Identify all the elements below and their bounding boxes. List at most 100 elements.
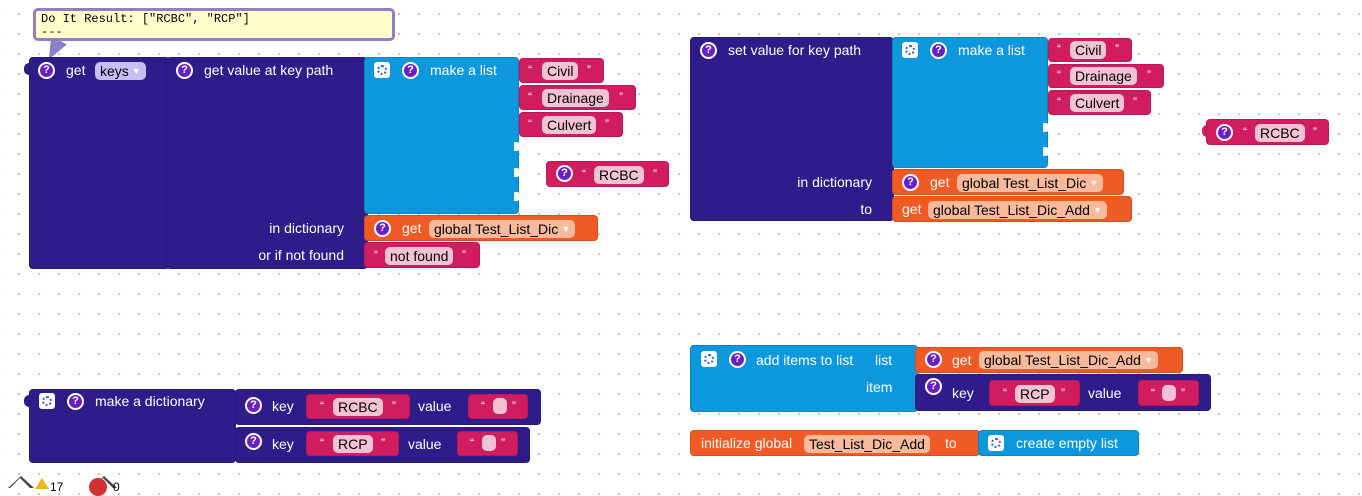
empty-socket[interactable] <box>514 168 521 177</box>
dropdown-arrow-icon: ▼ <box>561 224 571 234</box>
close-quote: ” <box>462 248 466 262</box>
make-a-list-label: make a list <box>958 42 1025 58</box>
get-label: get <box>930 174 950 190</box>
variable-dropdown[interactable]: global Test_List_Dic_Add▼ <box>979 351 1158 369</box>
make-a-list-block[interactable] <box>892 37 1048 168</box>
close-quote: ” <box>501 436 505 450</box>
text-value[interactable]: Culvert <box>542 116 597 134</box>
mutator-gear-icon[interactable] <box>39 393 55 409</box>
help-icon[interactable] <box>925 378 942 395</box>
mutator-gear-icon[interactable] <box>902 42 918 58</box>
help-icon[interactable] <box>245 433 262 450</box>
initialize-global-label: initialize global <box>701 435 793 451</box>
output-plug <box>24 63 30 75</box>
variable-dropdown[interactable]: global Test_List_Dic▼ <box>957 174 1104 192</box>
open-quote: “ <box>320 399 324 413</box>
help-icon[interactable] <box>402 62 419 79</box>
to-label: to <box>945 435 957 451</box>
help-icon[interactable] <box>925 351 942 368</box>
empty-socket[interactable] <box>1043 123 1050 132</box>
variable-name: global Test_List_Dic_Add <box>984 352 1141 368</box>
help-icon[interactable] <box>374 220 391 237</box>
in-dictionary-label: in dictionary <box>269 220 344 236</box>
get-label: get <box>402 220 422 236</box>
text-value[interactable]: Culvert <box>1070 94 1125 112</box>
get-keys-block[interactable] <box>29 57 170 269</box>
keys-dropdown-value: keys <box>100 63 129 79</box>
or-if-not-found-label: or if not found <box>258 247 344 263</box>
error-count: 0 <box>113 480 120 494</box>
close-quote: ” <box>605 117 609 131</box>
help-icon[interactable] <box>556 165 573 182</box>
text-value[interactable]: Drainage <box>1070 67 1137 85</box>
text-value[interactable]: Civil <box>542 62 579 80</box>
empty-socket[interactable] <box>1043 147 1050 156</box>
help-icon[interactable] <box>1216 124 1233 141</box>
open-quote: “ <box>1057 95 1061 109</box>
close-quote: ” <box>653 167 657 181</box>
help-icon[interactable] <box>38 62 55 79</box>
warning-count: 17 <box>50 480 64 494</box>
help-icon[interactable] <box>67 393 84 410</box>
mutator-gear-icon[interactable] <box>701 351 717 367</box>
add-items-label: add items to list <box>756 352 854 368</box>
in-dictionary-label: in dictionary <box>797 174 872 190</box>
do-it-result-bubble[interactable]: Do It Result: ["RCBC", "RCP"] --- <box>33 8 395 41</box>
help-icon[interactable] <box>245 397 262 414</box>
text-value[interactable]: Drainage <box>542 89 609 107</box>
open-quote: “ <box>1151 386 1155 400</box>
error-icon <box>89 478 107 496</box>
text-value[interactable]: RCBC <box>594 166 644 184</box>
make-a-dictionary-label: make a dictionary <box>95 393 205 409</box>
close-quote: ” <box>1147 68 1151 82</box>
add-items-to-list-block[interactable] <box>690 345 918 412</box>
output-plug <box>1202 125 1208 137</box>
empty-socket[interactable] <box>514 192 521 201</box>
set-value-for-key-path-block[interactable] <box>690 37 894 221</box>
get-value-at-key-path-block[interactable] <box>166 57 368 269</box>
close-quote: ” <box>1133 95 1137 109</box>
value-label: value <box>408 436 442 452</box>
variable-name: global Test_List_Dic <box>962 175 1087 191</box>
value-label: value <box>1088 385 1122 401</box>
warning-toggle-inner <box>10 478 30 488</box>
help-icon[interactable] <box>902 174 919 191</box>
open-quote: “ <box>470 436 474 450</box>
open-quote: “ <box>1057 42 1061 56</box>
open-quote: “ <box>1003 386 1007 400</box>
text-value[interactable]: RCBC <box>333 398 383 416</box>
text-value[interactable]: RCP <box>1015 385 1055 403</box>
open-quote: “ <box>374 248 378 262</box>
help-icon[interactable] <box>729 351 746 368</box>
text-value[interactable]: Civil <box>1070 41 1107 59</box>
help-icon[interactable] <box>700 42 717 59</box>
open-quote: “ <box>481 399 485 413</box>
variable-dropdown[interactable]: global Test_List_Dic▼ <box>429 220 576 238</box>
text-block[interactable] <box>306 394 410 419</box>
make-a-dictionary-block[interactable] <box>29 389 236 463</box>
key-label: key <box>272 398 294 414</box>
help-icon[interactable] <box>176 62 193 79</box>
keys-dropdown[interactable]: keys▼ <box>95 62 146 80</box>
empty-text-value[interactable] <box>493 398 507 414</box>
empty-socket[interactable] <box>514 142 521 151</box>
empty-text-value[interactable] <box>482 435 496 451</box>
open-quote: “ <box>528 63 532 77</box>
variable-name: global Test_List_Dic <box>434 221 559 237</box>
create-empty-list-block[interactable] <box>978 430 1139 456</box>
mutator-gear-icon[interactable] <box>374 62 390 78</box>
get-label: get <box>902 201 922 217</box>
create-empty-list-label: create empty list <box>1016 435 1118 451</box>
text-value[interactable]: not found <box>385 247 454 265</box>
variable-dropdown[interactable]: global Test_List_Dic_Add▼ <box>928 201 1107 219</box>
help-icon[interactable] <box>930 42 947 59</box>
variable-name: global Test_List_Dic_Add <box>933 202 1090 218</box>
global-name-field[interactable]: Test_List_Dic_Add <box>804 435 930 453</box>
text-value[interactable]: RCBC <box>1255 124 1305 142</box>
mutator-gear-icon[interactable] <box>988 435 1004 451</box>
empty-text-value[interactable] <box>1162 385 1176 401</box>
text-value[interactable]: RCP <box>333 435 373 453</box>
make-a-list-block[interactable] <box>364 57 519 214</box>
close-quote: ” <box>1313 125 1317 139</box>
